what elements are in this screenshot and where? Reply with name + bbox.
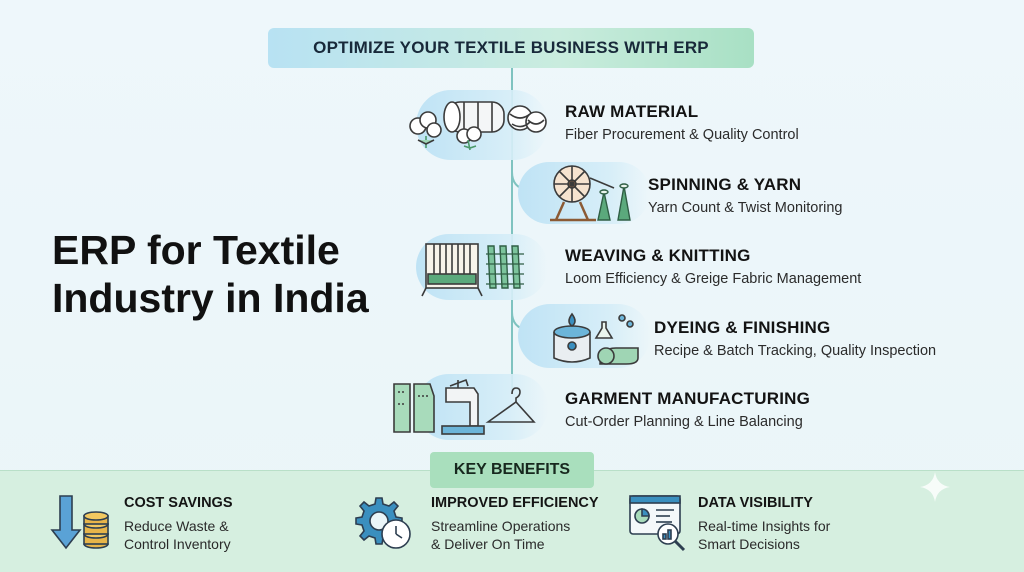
dye-vat-icon	[553, 312, 639, 365]
benefit-improved-efficiency: IMPROVED EFFICIENCY Streamline Operation…	[431, 495, 599, 553]
step-title: GARMENT MANUFACTURING	[565, 389, 811, 408]
benefit-desc-line: Smart Decisions	[698, 536, 800, 552]
benefits-label: KEY BENEFITS	[430, 452, 594, 488]
step-desc: Loom Efficiency & Greige Fabric Manageme…	[565, 271, 862, 287]
benefit-data-visibility: DATA VISIBILITY Real-time Insights for S…	[698, 495, 830, 553]
cotton-bale-icon	[409, 101, 547, 151]
header-title: OPTIMIZE YOUR TEXTILE BUSINESS WITH ERP	[313, 38, 709, 57]
benefits-label-text: KEY BENEFITS	[453, 461, 571, 478]
loom-icon	[421, 243, 524, 297]
spinning-wheel-icon	[550, 165, 631, 222]
benefit-desc-line: Streamline Operations	[431, 518, 571, 534]
step-desc: Cut-Order Planning & Line Balancing	[565, 414, 803, 430]
benefit-desc: Streamline Operations & Deliver On Time	[431, 517, 599, 553]
page-title: ERP for Textile Industry in India	[52, 226, 432, 322]
step-spinning: SPINNING & YARN Yarn Count & Twist Monit…	[648, 175, 843, 216]
step-title: SPINNING & YARN	[648, 175, 802, 194]
step-title: RAW MATERIAL	[565, 102, 699, 121]
benefit-desc: Reduce Waste & Control Inventory	[124, 517, 233, 553]
step-desc: Fiber Procurement & Quality Control	[565, 127, 799, 143]
benefit-title: DATA VISIBILITY	[698, 495, 813, 511]
benefit-desc-line: Reduce Waste &	[124, 518, 229, 534]
sewing-machine-icon	[393, 378, 536, 435]
step-title: WEAVING & KNITTING	[565, 246, 751, 265]
benefit-desc-line: Control Inventory	[124, 536, 231, 552]
page-title-line2: Industry in India	[52, 275, 369, 321]
step-dyeing: DYEING & FINISHING Recipe & Batch Tracki…	[654, 318, 936, 359]
step-weaving: WEAVING & KNITTING Loom Efficiency & Gre…	[565, 246, 861, 287]
benefit-cost-savings: COST SAVINGS Reduce Waste & Control Inve…	[124, 495, 233, 553]
step-title: DYEING & FINISHING	[654, 318, 831, 337]
gear-clock-icon	[355, 497, 411, 549]
benefit-desc: Real-time Insights for Smart Decisions	[698, 517, 830, 553]
benefit-title: COST SAVINGS	[124, 495, 233, 511]
benefit-title: IMPROVED EFFICIENCY	[431, 495, 599, 511]
step-desc: Yarn Count & Twist Monitoring	[648, 200, 843, 216]
header-banner: OPTIMIZE YOUR TEXTILE BUSINESS WITH ERP	[268, 28, 754, 68]
step-garment: GARMENT MANUFACTURING Cut-Order Planning…	[565, 389, 810, 430]
dashboard-magnifier-icon	[629, 495, 686, 552]
benefit-desc-line: & Deliver On Time	[431, 536, 545, 552]
page-title-line1: ERP for Textile	[52, 227, 340, 273]
sparkle-icon	[920, 472, 950, 502]
coins-down-arrow-icon	[50, 495, 109, 550]
benefit-desc-line: Real-time Insights for	[698, 518, 831, 534]
step-raw-material: RAW MATERIAL Fiber Procurement & Quality…	[565, 102, 799, 143]
step-desc: Recipe & Batch Tracking, Quality Inspect…	[654, 343, 937, 359]
